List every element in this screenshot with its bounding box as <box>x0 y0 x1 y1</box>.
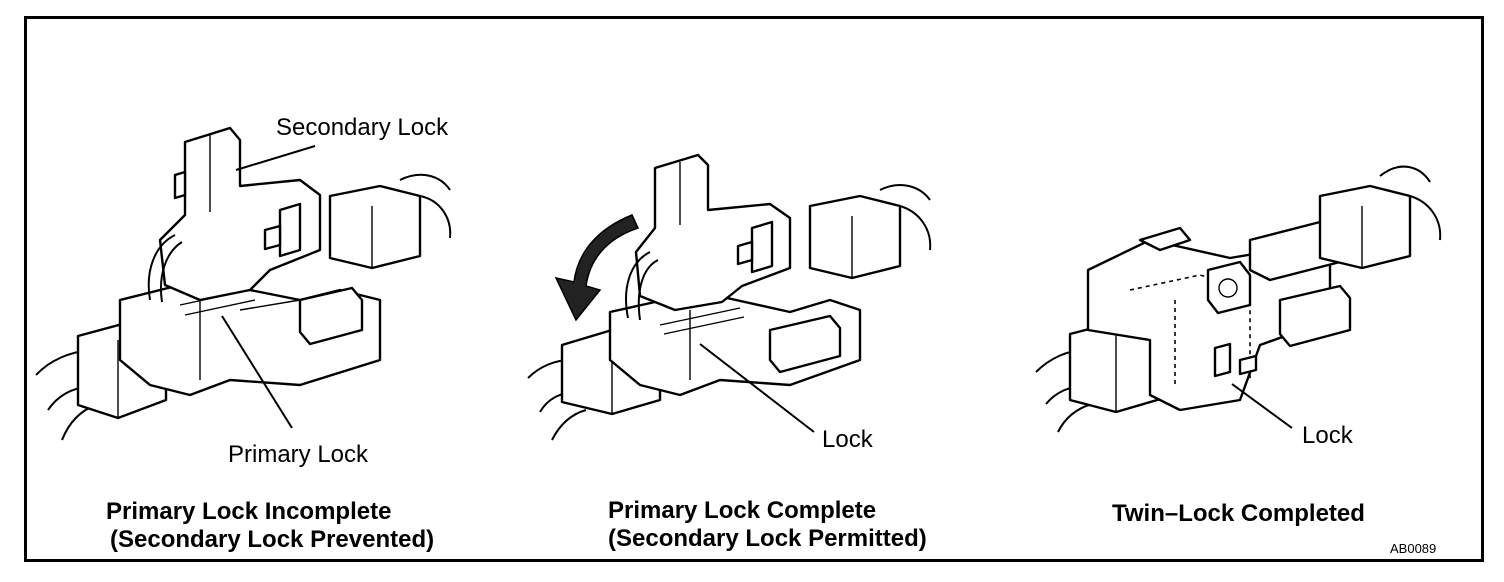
caption-panel-3: Twin–Lock Completed <box>1112 500 1365 528</box>
connector-illustration-2 <box>527 153 932 441</box>
caption-panel-2: Primary Lock Complete (Secondary Lock Pe… <box>608 497 927 553</box>
caption-panel-2-line-1: Primary Lock Complete <box>608 497 877 524</box>
caption-panel-1-line-2: (Secondary Lock Prevented) <box>110 526 435 553</box>
callout-lock-panel-2: Lock <box>822 426 873 453</box>
connector-illustration-1 <box>35 126 452 441</box>
rotation-arrow-icon <box>554 214 640 322</box>
callout-secondary-lock: Secondary Lock <box>276 114 449 141</box>
figure-code: AB0089 <box>1390 541 1437 556</box>
callout-primary-lock: Primary Lock <box>228 441 369 468</box>
connector-illustration-3 <box>1035 165 1442 433</box>
caption-panel-1: Primary Lock Incomplete (Secondary Lock … <box>106 498 434 554</box>
caption-panel-2-line-2: (Secondary Lock Permitted) <box>608 525 927 552</box>
caption-panel-1-line-1: Primary Lock Incomplete <box>106 498 392 525</box>
callout-lock-panel-3: Lock <box>1302 422 1353 449</box>
caption-panel-3-line-1: Twin–Lock Completed <box>1112 500 1365 527</box>
